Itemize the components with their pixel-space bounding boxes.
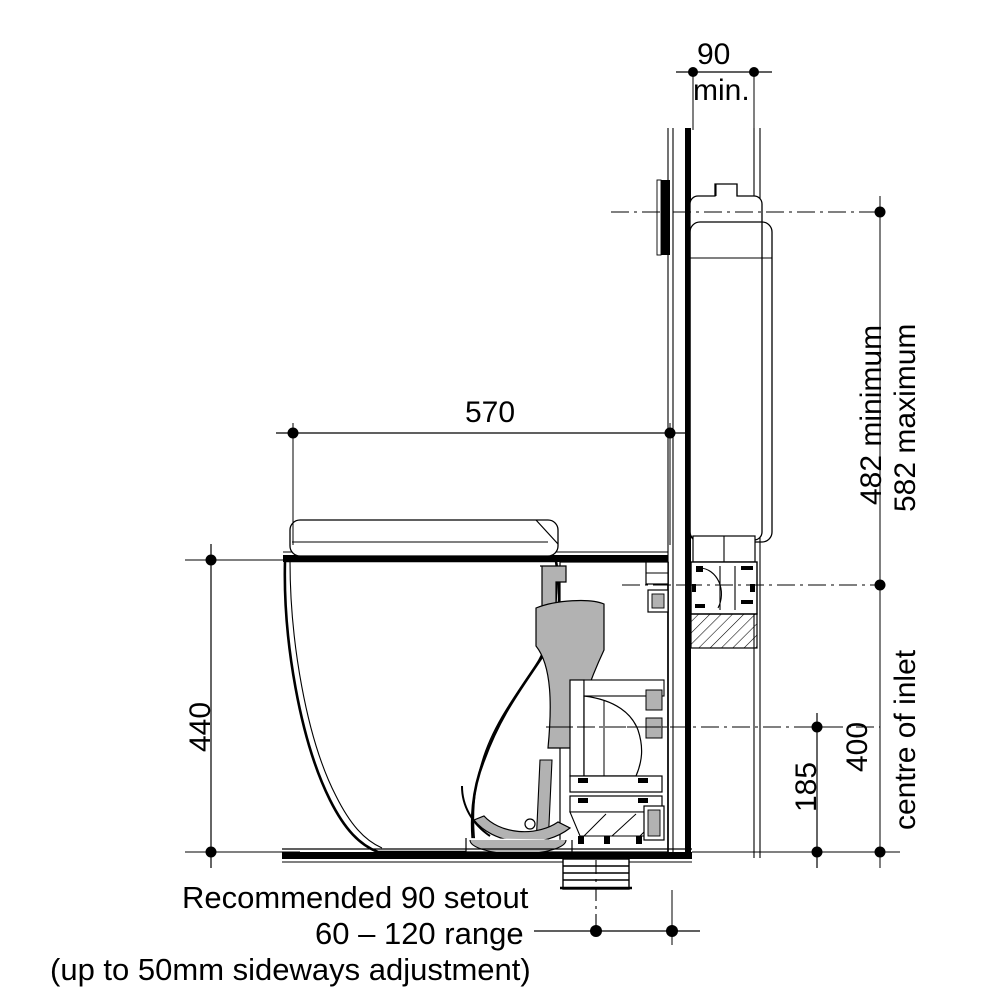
dimension-label-400: 400 <box>841 721 874 772</box>
leader-60-120 <box>534 890 700 945</box>
dimension-label-570: 570 <box>465 396 516 429</box>
dimension-label-482-minimum: 482 minimum <box>855 324 888 505</box>
dimension-label-90-qualifier: min. <box>693 74 750 107</box>
centreline <box>546 211 880 728</box>
pan-connector <box>569 561 669 844</box>
note-sideways-adjustment: (up to 50mm sideways adjustment) <box>50 952 531 987</box>
flush-button-plate <box>656 179 670 256</box>
label-centre-of-inlet: centre of inlet <box>889 649 922 830</box>
note-range: 60 – 120 range <box>315 916 524 951</box>
dimension-570 <box>276 423 686 545</box>
dimension-90-min <box>676 67 772 130</box>
dimension-label-185: 185 <box>790 761 823 812</box>
dimension-label-582-maximum: 582 maximum <box>889 323 922 512</box>
support-frame <box>690 535 758 649</box>
toilet-seat <box>289 519 559 557</box>
dimension-label-90: 90 <box>697 38 731 71</box>
dimension-185 <box>802 713 896 868</box>
note-recommended-setout: Recommended 90 setout <box>182 880 529 915</box>
in-wall-cistern <box>689 183 773 578</box>
dimension-label-440: 440 <box>184 701 217 752</box>
dimension-440 <box>185 544 300 868</box>
